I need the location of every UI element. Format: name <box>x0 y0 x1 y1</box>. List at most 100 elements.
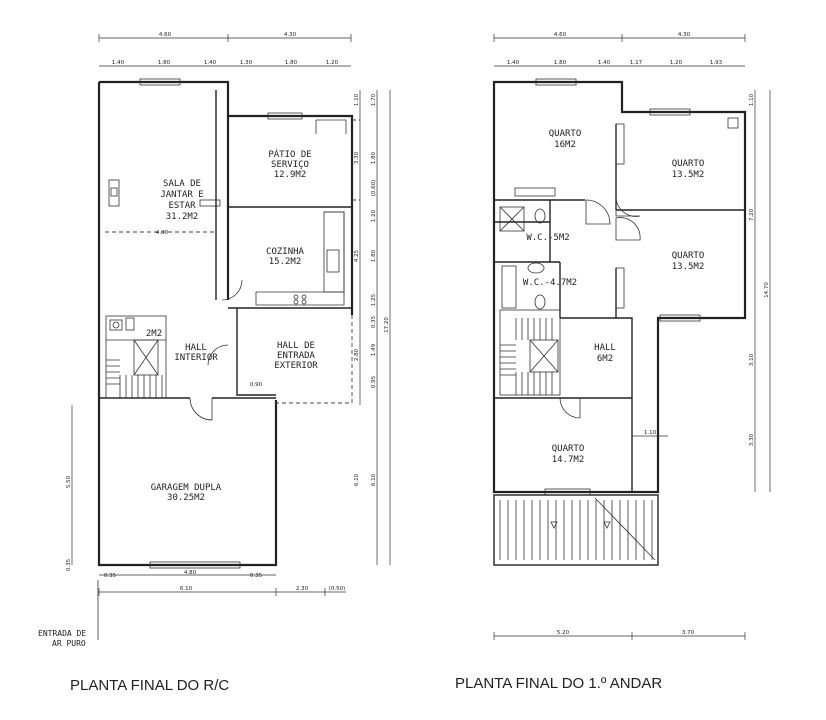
gf-dim-p2: 1.80 <box>158 60 171 66</box>
gf-room-patio: PÁTIO DE SERVIÇO 12.9M2 <box>268 148 311 180</box>
svg-text:EXTERIOR: EXTERIOR <box>274 361 318 371</box>
svg-text:SALA DE: SALA DE <box>163 179 201 189</box>
gf-dim-r16: 17.20 <box>384 317 390 333</box>
ground-floor-plan: 4.60 4.30 1.40 1.80 1.40 1.30 1.80 1.20 <box>38 32 391 694</box>
gf-dim-p4: 1.30 <box>240 60 253 66</box>
gf-dim-r10: 0.35 <box>371 315 377 328</box>
gf-dim-r1: 1.10 <box>354 93 360 106</box>
ff-room-quarto-2: QUARTO 13.5M2 <box>672 159 705 180</box>
gf-dim-r14: 6.10 <box>354 473 360 486</box>
ff-balcony <box>493 494 659 566</box>
gf-dim-l2: 0.35 <box>66 558 72 571</box>
ff-dim-r4: 3.10 <box>749 353 755 366</box>
gf-room-hall-interior: HALL INTERIOR <box>174 343 218 363</box>
svg-text:HALL: HALL <box>594 343 616 353</box>
ff-room-hall: HALL 6M2 <box>594 343 616 364</box>
svg-text:ESTAR: ESTAR <box>168 201 196 211</box>
gf-dim-b3: 0.35 <box>250 573 263 579</box>
gf-dim-r7: 4.25 <box>354 249 360 262</box>
gf-dim-r15: 6.10 <box>371 473 377 486</box>
ff-dim-p2: 1.80 <box>554 60 567 66</box>
ff-room-quarto-1: QUARTO 16M2 <box>549 129 582 150</box>
gf-dim-r6: 1.20 <box>371 209 377 222</box>
gf-caption: PLANTA FINAL DO R/C <box>70 677 229 694</box>
gf-dim-r4: 1.80 <box>371 151 377 164</box>
svg-text:HALL DE: HALL DE <box>277 341 315 351</box>
svg-text:QUARTO: QUARTO <box>672 159 705 169</box>
gf-dim-l1: 5.50 <box>66 475 72 488</box>
gf-stairs <box>105 315 167 399</box>
ff-dim-r3: 14.70 <box>764 282 770 298</box>
ff-room-quarto-3: QUARTO 13.5M2 <box>672 251 705 272</box>
ff-dim-p3: 1.40 <box>598 60 611 66</box>
svg-text:AR PURO: AR PURO <box>52 639 86 648</box>
gf-dim-inner-1: 4.00 <box>156 230 169 236</box>
gf-room-wc: 2M2 <box>146 329 162 339</box>
gf-dim-p5: 1.80 <box>285 60 298 66</box>
svg-text:16M2: 16M2 <box>554 140 576 150</box>
ff-dim-b2: 3.70 <box>682 630 695 636</box>
svg-text:GARAGEM DUPLA: GARAGEM DUPLA <box>151 483 222 493</box>
svg-text:30.25M2: 30.25M2 <box>167 493 205 503</box>
svg-text:15.2M2: 15.2M2 <box>269 257 302 267</box>
gf-dim-p3: 1.40 <box>204 60 217 66</box>
gf-dim-r2: 1.70 <box>371 93 377 106</box>
gf-entrance-label: ENTRADA DE AR PURO <box>38 629 86 648</box>
gf-dim-inner-2: 0.90 <box>250 382 263 388</box>
ff-dim-top-2: 4.30 <box>678 32 691 38</box>
gf-dim-r9: 1.25 <box>371 293 377 306</box>
ff-dim-p4: 1.17 <box>630 60 643 66</box>
gf-dim-p6: 1.20 <box>326 60 339 66</box>
gf-top-dimensions: 4.60 4.30 1.40 1.80 1.40 1.30 1.80 1.20 <box>98 32 352 67</box>
svg-text:QUARTO: QUARTO <box>552 444 585 454</box>
svg-text:HALL: HALL <box>185 343 207 353</box>
gf-room-sala: SALA DE JANTAR E ESTAR 31.2M2 <box>160 179 203 222</box>
ff-dim-b1: 5.20 <box>557 630 570 636</box>
gf-room-garagem: GARAGEM DUPLA 30.25M2 <box>151 483 222 503</box>
svg-text:QUARTO: QUARTO <box>549 129 582 139</box>
svg-text:JANTAR E: JANTAR E <box>160 190 203 200</box>
ff-dim-inner-1: 1.10 <box>644 430 657 436</box>
ff-dim-p5: 1.20 <box>670 60 683 66</box>
gf-dim-b1: 0.35 <box>104 573 117 579</box>
gf-dim-top-2: 4.30 <box>284 32 297 38</box>
svg-text:13.5M2: 13.5M2 <box>672 170 705 180</box>
gf-dim-bb3: (0.50) <box>329 586 346 592</box>
ff-dim-r5: 3.30 <box>749 433 755 446</box>
ff-dim-top-1: 4.60 <box>554 32 567 38</box>
gf-dim-r3: 3.30 <box>354 151 360 164</box>
svg-text:SERVIÇO: SERVIÇO <box>271 160 309 170</box>
gf-dim-r12: 1.49 <box>371 343 377 356</box>
svg-text:13.5M2: 13.5M2 <box>672 262 705 272</box>
gf-dim-bb2: 2.30 <box>296 586 309 592</box>
ff-dim-p6: 1.93 <box>710 60 723 66</box>
ff-dim-r2: 7.20 <box>749 208 755 221</box>
ff-dim-r1: 1.10 <box>749 93 755 106</box>
gf-room-hall-entrada: HALL DE ENTRADA EXTERIOR <box>274 341 318 371</box>
ff-top-dimensions: 4.60 4.30 1.40 1.80 1.40 1.17 1.20 1.93 <box>493 32 746 67</box>
gf-dim-r11: 2.80 <box>354 348 360 361</box>
gf-room-cozinha: COZINHA 15.2M2 <box>266 247 305 267</box>
gf-dim-top-1: 4.60 <box>159 32 172 38</box>
svg-text:ENTRADA DE: ENTRADA DE <box>38 629 86 638</box>
svg-text:COZINHA: COZINHA <box>266 247 305 257</box>
gf-dim-b2: 4.80 <box>184 570 197 576</box>
gf-dim-r5: (0.60) <box>371 180 377 197</box>
ff-caption: PLANTA FINAL DO 1.º ANDAR <box>455 675 662 692</box>
svg-text:12.9M2: 12.9M2 <box>274 170 307 180</box>
svg-text:QUARTO: QUARTO <box>672 251 705 261</box>
gf-dim-r8: 1.80 <box>371 249 377 262</box>
first-floor-plan: 4.60 4.30 1.40 1.80 1.40 1.17 1.20 1.93 <box>455 32 771 692</box>
svg-text:ENTRADA: ENTRADA <box>277 351 316 361</box>
ff-room-wc-2: W.C.-4.7M2 <box>523 278 577 288</box>
ff-room-quarto-4: QUARTO 14.7M2 <box>552 444 585 465</box>
gf-dim-r13: 0.95 <box>371 375 377 388</box>
gf-dim-bb1: 6.10 <box>180 586 193 592</box>
svg-text:6M2: 6M2 <box>597 354 613 364</box>
svg-text:31.2M2: 31.2M2 <box>166 212 199 222</box>
ff-stairs <box>499 309 561 396</box>
svg-text:PÁTIO DE: PÁTIO DE <box>268 148 311 160</box>
svg-text:INTERIOR: INTERIOR <box>174 353 218 363</box>
ff-room-wc-1: W.C.-5M2 <box>526 233 569 243</box>
